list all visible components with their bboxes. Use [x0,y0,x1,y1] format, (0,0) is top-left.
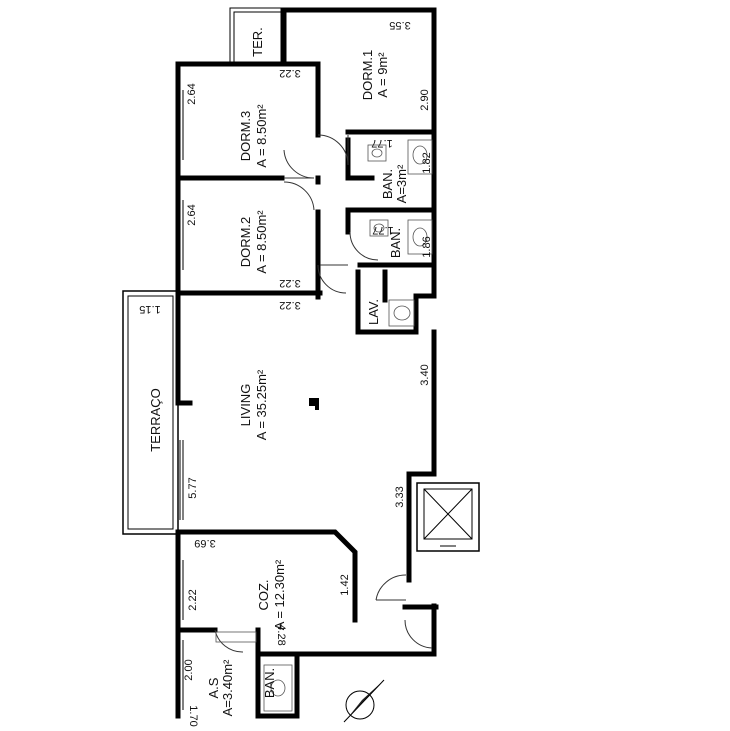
dim-182: 1.82 [421,152,433,173]
fixtures [215,139,433,712]
room-ban3: BAN. [262,668,277,698]
dim-115: 1.15 [139,303,160,315]
ban1-area: A=3m² [394,164,409,203]
dim-186: 1.86 [421,236,433,257]
terraco-name: TERRAÇO [148,388,163,452]
room-as: A.S A=3.40m² [206,659,235,716]
dim-340: 3.40 [419,364,431,385]
dim-170: 1.70 [187,705,199,726]
dim-142: 1.42 [339,574,351,595]
dimensions: 3.55 3.22 2.64 2.90 1.77 1.82 2.64 1.77 … [139,19,433,727]
dim-222: 2.22 [187,589,199,610]
dim-322a: 3.22 [279,67,300,79]
dim-290: 2.90 [419,89,431,110]
living-name: LIVING [238,384,253,427]
north-arrow-icon [343,679,385,723]
room-ban2: BAN. [388,228,403,258]
dorm2-area: A = 8.50m² [254,210,269,274]
room-ban1: BAN. A=3m² [380,164,409,203]
dorm3-area: A = 8.50m² [254,104,269,168]
window-lines [179,90,184,710]
dim-322b: 3.22 [279,277,300,289]
room-coz: COZ. A = 12.30m² [256,559,287,630]
dim-355: 3.55 [389,19,410,31]
dim-577: 5.77 [187,477,199,498]
room-dorm1: DORM.1 A = 9m² [360,50,390,101]
coz-name: COZ. [256,579,271,610]
coz-area: A = 12.30m² [272,559,287,630]
room-dorm3: DORM.3 A = 8.50m² [238,104,269,168]
dim-333: 3.33 [394,486,406,507]
as-area: A=3.40m² [220,659,235,716]
ban2-name: BAN. [388,228,403,258]
dorm3-name: DORM.3 [238,111,253,162]
walls [175,7,439,719]
dim-177a: 1.77 [371,137,392,149]
dorm2-name: DORM.2 [238,217,253,268]
dorm1-area: A = 9m² [375,52,390,98]
lav-name: LAV. [366,299,381,325]
dim-428: 4.28 [275,624,287,645]
dim-322c: 3.22 [279,299,300,311]
doors [214,134,433,653]
ban3-name: BAN. [262,668,277,698]
elevator [416,482,480,552]
room-terraco: TERRAÇO [148,388,163,452]
dim-264b: 2.64 [186,204,198,225]
terrace-outline [122,290,179,535]
dim-369: 3.69 [194,537,215,549]
dim-200: 2.00 [183,659,195,680]
dim-264a: 2.64 [186,83,198,104]
as-name: A.S [206,677,221,698]
room-ter: TER. [250,27,265,57]
room-dorm2: DORM.2 A = 8.50m² [238,210,269,274]
living-area: A = 35.25m² [254,369,269,440]
ter-name: TER. [250,27,265,57]
dim-177b: 1.77 [372,224,393,236]
room-living: LIVING A = 35.25m² [238,369,269,440]
dorm1-name: DORM.1 [360,50,375,101]
room-lav: LAV. [366,299,381,325]
ban1-name: BAN. [380,169,395,199]
